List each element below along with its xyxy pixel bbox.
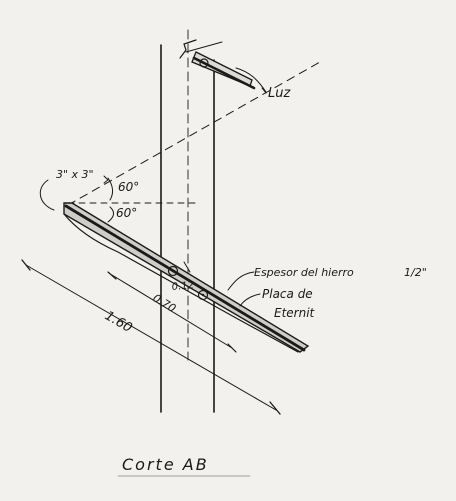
- column: [160, 29, 223, 413]
- angle-section-leader: [39, 179, 55, 211]
- dim-070: [107, 271, 237, 353]
- top-plate: [191, 51, 256, 90]
- drawing-title: Corte AB: [122, 455, 209, 474]
- luz-label: Luz: [268, 86, 291, 101]
- angle-section-label: 3" x 3": [56, 168, 94, 181]
- placa-label-line1: Placa de: [262, 287, 313, 301]
- espesor-value-label: 1/2": [404, 266, 427, 279]
- espesor-label: Espesor del hierro: [254, 266, 354, 279]
- angle-marks: [67, 175, 197, 223]
- angle-upper-label: 60°: [118, 180, 139, 194]
- espesor-leader: [227, 271, 255, 291]
- bolts: [167, 261, 209, 301]
- placa-leader: [239, 293, 261, 307]
- dim-012-label: 0.12: [171, 280, 194, 293]
- angle-lower-label: 60°: [116, 206, 137, 220]
- main-bracket: [63, 202, 310, 353]
- luz-leader: [235, 67, 267, 94]
- dim-160: [21, 259, 281, 415]
- placa-label-line2: Eternit: [274, 306, 316, 320]
